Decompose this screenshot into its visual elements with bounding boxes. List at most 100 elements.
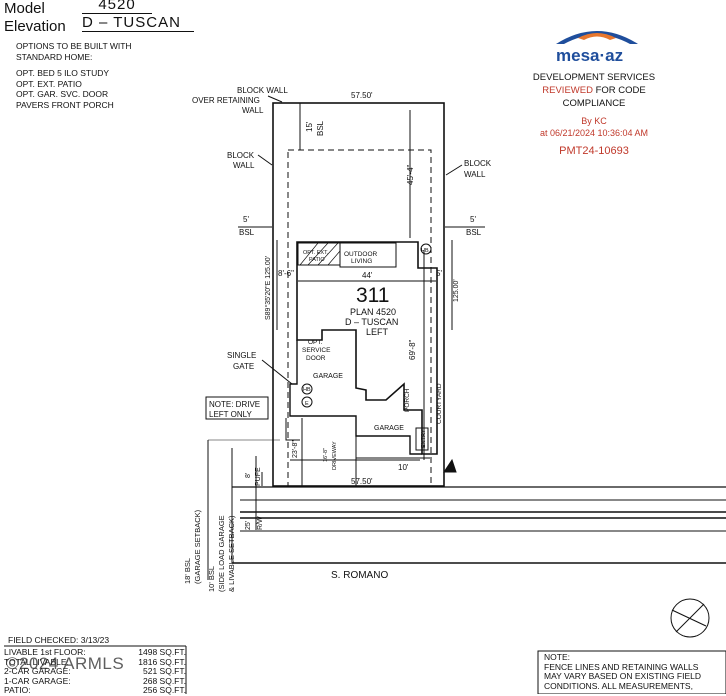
bottom-note-box — [537, 650, 726, 694]
label-livable-setback: & LIVABLE SETBACK) — [227, 515, 236, 592]
area-label: TOTAL LIVABLE: — [4, 656, 69, 667]
label-rear-15: 15' — [305, 121, 314, 132]
label-entry: ENTRY — [421, 429, 427, 448]
label-living: LIVING — [351, 258, 372, 265]
label-dim-25: 25' — [245, 521, 252, 530]
label-left-only: LEFT ONLY — [209, 410, 252, 419]
plan-name: PLAN 4520 — [350, 307, 396, 317]
label-right-dim: 125.00' — [453, 279, 460, 302]
garage-outline — [289, 340, 422, 455]
option-item: OPT. GAR. SVC. DOOR — [16, 89, 109, 99]
stamp-by: By KC — [581, 116, 607, 126]
stamp-reviewed: REVIEWED — [542, 85, 593, 96]
model-value: 4520 — [82, 0, 152, 14]
watermark: ©2024 ARMLS — [6, 654, 125, 673]
outdoor-living-area — [339, 242, 397, 268]
option-item: OPT. BED 5 ILO STUDY — [16, 68, 110, 78]
label-e: E — [305, 401, 309, 407]
label-bottom-dim: 57.50' — [351, 477, 373, 486]
house-outline — [296, 241, 438, 455]
label-setback-left-bsl: BSL — [239, 228, 255, 237]
label-dim-23-8: 23'-8" — [292, 440, 299, 458]
label-rear-bsl: BSL — [316, 120, 325, 136]
elevation-value: D – TUSCAN — [82, 14, 194, 32]
hb-circle — [301, 383, 313, 395]
bottom-note: NOTE: FENCE LINES AND RETAINING WALLS MA… — [544, 652, 701, 691]
label-block-right: BLOCK — [464, 159, 492, 168]
label-hb: HB — [303, 387, 311, 393]
label-wall-right: WALL — [464, 170, 486, 179]
area-value: 521 SQ.FT. — [143, 666, 186, 676]
lot-number: 311 — [356, 284, 389, 307]
stamp-permit: PMT24-10693 — [559, 145, 629, 157]
label-door: DOOR — [306, 355, 326, 362]
mesa-logo-text: mesa·az — [556, 46, 624, 65]
stamp-at: at 06/21/2024 10:36:04 AM — [539, 128, 649, 138]
label-wall: WALL — [242, 106, 264, 115]
label-over-retaining: OVER RETAINING — [192, 96, 260, 105]
e-circle — [301, 396, 313, 408]
label-dim-8-6: 8'-6" — [278, 269, 294, 278]
area-table: LIVABLE 1st FLOOR: 1498 SQ.FT. TOTAL LIVA… — [4, 647, 186, 696]
area-value: 256 SQ.FT. — [143, 685, 186, 695]
label-block-wall-1: BLOCK WALL — [237, 86, 288, 95]
label-pufe: PUFE — [255, 467, 262, 486]
label-dim-10: 10' — [398, 463, 409, 472]
area-value: 1816 SQ.FT. — [138, 656, 186, 667]
label-patio: PATIO — [309, 257, 325, 263]
plan-hand: LEFT — [366, 327, 389, 337]
label-gate: GATE — [233, 362, 254, 371]
area-row: TOTAL LIVABLE: 1816 SQ.FT. — [4, 656, 186, 668]
area-row: 1-CAR GARAGE:268 SQ.FT. — [4, 675, 186, 687]
label-bearing: S89°35'20"E 125.00' — [264, 256, 272, 320]
label-driveway-width: 16'-8" — [323, 448, 329, 462]
options-title-1: OPTIONS TO BE BUILT WITH — [16, 41, 132, 51]
label-depth-dim: 45'-4" — [406, 164, 415, 185]
label-setback-right-5: 5' — [470, 215, 476, 224]
mesa-logo-graphic — [552, 24, 642, 46]
label-garage-right: GARAGE — [374, 425, 404, 432]
label-garage-left: GARAGE — [313, 373, 343, 380]
area-label: LIVABLE 1st FLOOR: — [4, 647, 86, 657]
note-line: FENCE LINES AND RETAINING WALLS — [544, 661, 699, 672]
label-street: S. ROMANO — [331, 570, 388, 581]
note-drive-box — [205, 396, 269, 420]
stamp-line1: DEVELOPMENT SERVICES — [532, 72, 656, 83]
label-setback-right-bsl: BSL — [466, 228, 482, 237]
label-courtyard: COURTYARD — [436, 383, 443, 424]
label-porch: PORCH — [404, 388, 411, 412]
model-label: Model — [4, 0, 45, 17]
area-row: LIVABLE 1st FLOOR: 1498 SQ.FT. — [4, 647, 186, 658]
hb-circle-rear — [420, 243, 432, 255]
label-note-drive: NOTE: DRIVE — [209, 400, 260, 409]
label-dim-8: 8' — [245, 473, 252, 478]
area-row: PATIO: 256 SQ.FT. — [4, 685, 186, 696]
note-line: MAY VARY BASED ON EXISTING FIELD — [544, 671, 701, 681]
area-value: 1498 SQ.FT. — [138, 647, 186, 657]
note-line: CONDITIONS. ALL MEASUREMENTS, — [544, 680, 693, 691]
area-row: 2-CAR GARAGE:521 SQ.FT. — [4, 666, 186, 677]
label-bsl-10: 10' BSL — [207, 566, 216, 592]
label-dim-69-8: 69'-8" — [408, 339, 417, 360]
label-top-dim: 57.50' — [351, 91, 373, 100]
plan-elevation: D – TUSCAN — [345, 317, 398, 327]
label-single: SINGLE — [227, 351, 256, 360]
area-label: 1-CAR GARAGE: — [4, 675, 71, 686]
options-block: OPTIONS TO BE BUILT WITH STANDARD HOME: … — [16, 41, 132, 110]
label-hb-rear: HB — [421, 248, 429, 254]
label-block-left: BLOCK — [227, 151, 255, 160]
label-garage-setback: (GARAGE SETBACK) — [193, 509, 202, 584]
setback-line — [287, 149, 432, 487]
area-label: PATIO: — [4, 685, 31, 695]
option-item: PAVERS FRONT PORCH — [16, 99, 114, 110]
label-rw: R/W — [257, 516, 264, 530]
note-line: NOTE: — [544, 652, 570, 662]
label-side-load: (SIDE LOAD GARAGE — [217, 515, 226, 592]
label-outdoor: OUTDOOR — [344, 251, 378, 258]
options-title-2: STANDARD HOME: — [16, 51, 93, 62]
label-driveway: DRIVEWAY — [332, 441, 338, 470]
label-opt: OPT. — [308, 339, 323, 346]
field-checked: FIELD CHECKED: 3/13/23 — [8, 635, 110, 645]
label-setback-left-5: 5' — [243, 215, 249, 224]
